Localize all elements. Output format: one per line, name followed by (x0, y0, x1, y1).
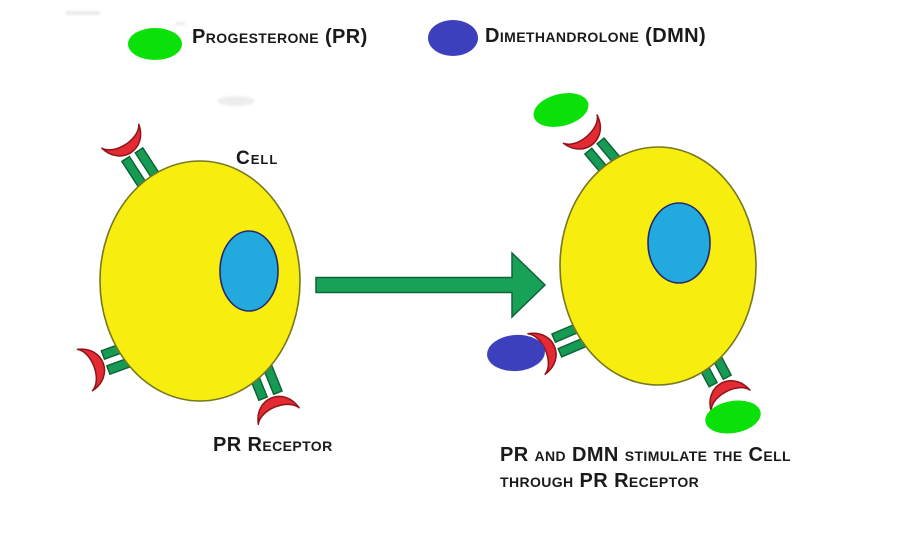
dmn-ligand-icon (487, 334, 545, 372)
right-cell (487, 93, 761, 434)
cell-label: Cell (236, 148, 279, 169)
caption-line-2: through PR Receptor (500, 470, 700, 492)
dimethandrolone-swatch-icon (428, 20, 478, 56)
legend-dimethandrolone-label: Dimethandrolone (DMN) (485, 25, 707, 47)
cell-nucleus (219, 230, 279, 312)
cell-nucleus (647, 202, 711, 284)
progesterone-swatch-icon (128, 28, 182, 60)
caption: PR and DMN stimulate the Cell through PR… (500, 442, 791, 494)
caption-line-1: PR and DMN stimulate the Cell (500, 444, 791, 466)
arrow-right-icon (315, 251, 547, 319)
cell-body (99, 160, 301, 402)
left-cell (76, 123, 301, 426)
legend-progesterone-label: Progesterone (PR) (192, 26, 368, 48)
pr-ligand-icon (533, 93, 589, 127)
scan-smudge (176, 22, 185, 25)
pr-receptor-label: PR Receptor (213, 434, 333, 456)
scan-smudge (217, 96, 255, 106)
pr-ligand-icon (705, 400, 761, 434)
scan-smudge (66, 11, 100, 15)
